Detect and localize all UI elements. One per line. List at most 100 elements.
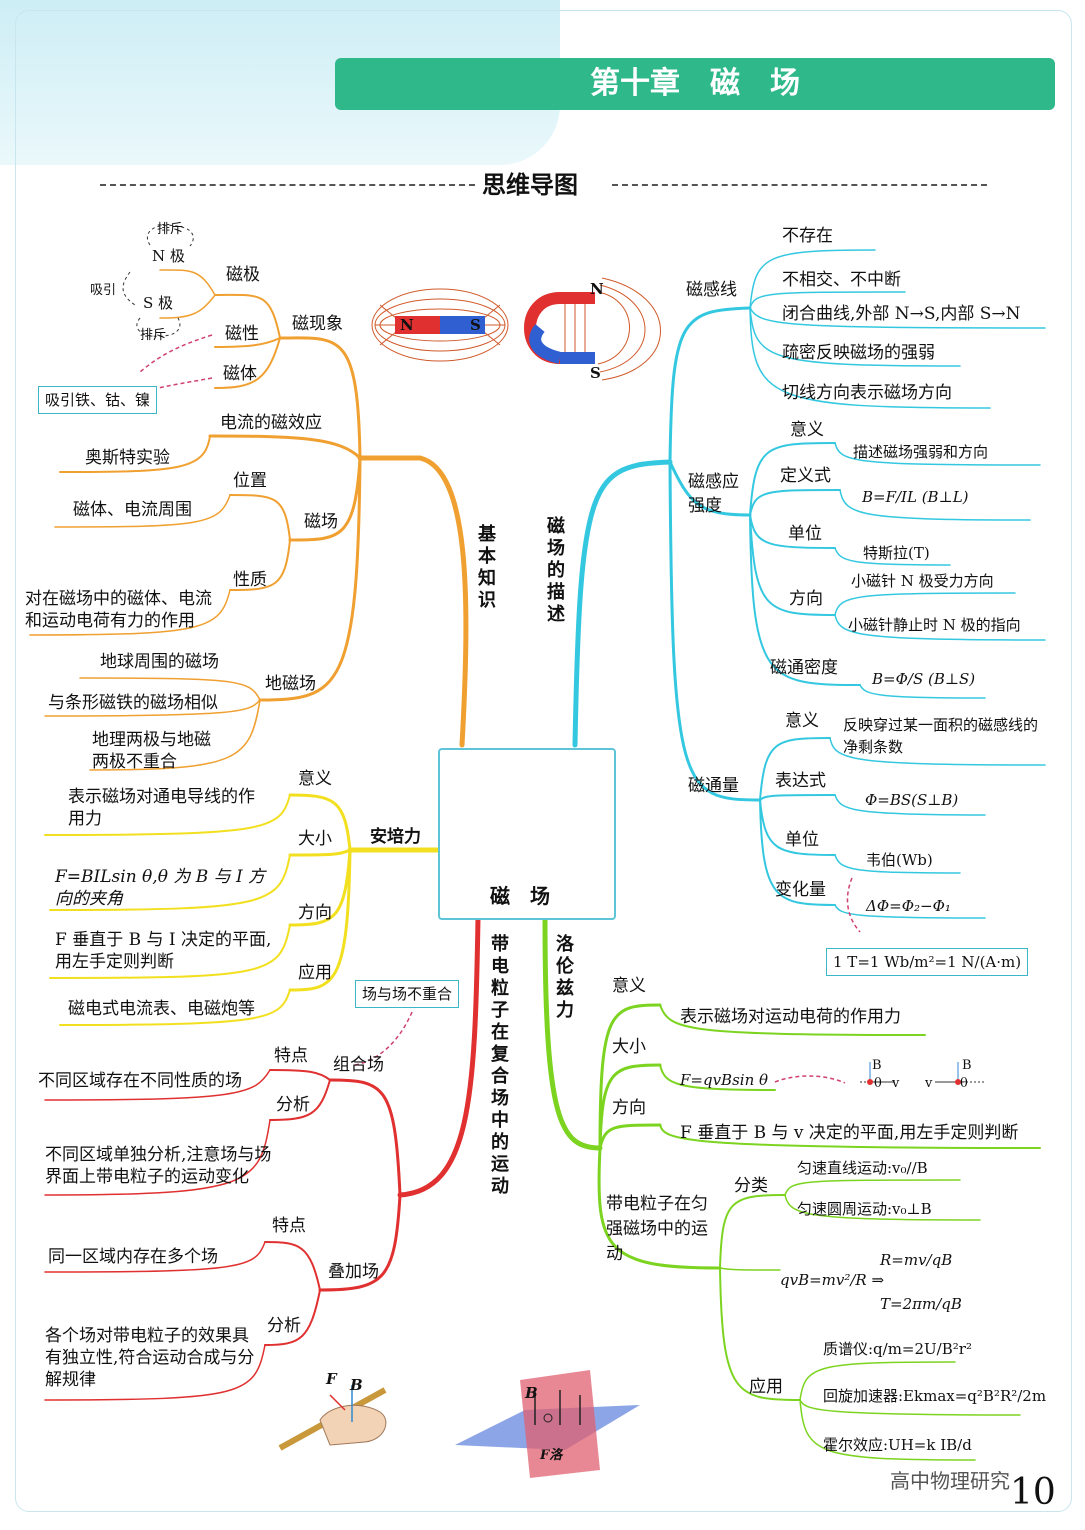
lines-item5: 切线方向表示磁场方向: [782, 383, 952, 403]
lorentz-size: 大小: [612, 1037, 646, 1057]
cyan-trunk: [572, 459, 673, 748]
divider-left: [100, 184, 475, 186]
field-title: 磁场: [304, 512, 338, 532]
flux-unit: 单位: [785, 830, 819, 850]
group-feature-val: 不同区域存在不同性质的场: [38, 1071, 242, 1091]
hand-b: B: [350, 1376, 363, 1394]
orange-trunk: [357, 455, 469, 748]
strength-title: 磁感应强度: [688, 472, 739, 516]
strength-dir2: 小磁针静止时 N 极的指向: [848, 616, 1021, 634]
strength-def-val: B=F/IL (B⊥L): [862, 488, 969, 506]
n-pole-label: N 极: [152, 247, 185, 265]
ampere-title: 安培力: [370, 827, 421, 847]
lines-item2: 不相交、不中断: [782, 270, 901, 290]
magnetism-arrow: [139, 334, 213, 373]
mindmap-heading: 思维导图: [482, 171, 578, 199]
vec1-b: B: [872, 1058, 882, 1073]
flux-unit-val: 韦伯(Wb): [866, 851, 933, 869]
group-feature: 特点: [274, 1046, 308, 1066]
branch-lorentz: 洛伦兹力: [556, 934, 574, 1021]
branch-describe: 磁场的描述: [547, 516, 565, 625]
ampere-direction-val: F 垂直于 B 与 I 决定的平面,用左手定则判断: [55, 930, 272, 972]
fields-b: B: [525, 1384, 538, 1402]
lorentz-application: 应用: [749, 1377, 783, 1397]
flux-meaning: 意义: [785, 711, 819, 731]
u-magnet-n: N: [590, 280, 604, 298]
strength-direction: 方向: [789, 589, 823, 609]
field-position-val: 磁体、电流周围: [73, 500, 192, 520]
earth-item2: 与条形磁铁的磁场相似: [48, 693, 218, 713]
bar-magnet-n: N: [400, 316, 414, 334]
earth-title: 地磁场: [265, 674, 316, 694]
u-magnet-illustration: [524, 277, 661, 381]
field-nature: 性质: [233, 570, 267, 590]
strength-density-val: B=Φ/S (B⊥S): [872, 670, 976, 688]
super-field: 叠加场: [328, 1262, 379, 1282]
vec2-v: v: [925, 1076, 933, 1091]
u-magnet-s: S: [590, 364, 601, 382]
lorentz-formula-r: R=mv/qB: [880, 1251, 953, 1269]
phenomena-title: 磁现象: [292, 314, 343, 334]
flux-expr-val: Φ=BS(S⊥B): [865, 791, 959, 809]
strength-unit-val: 特斯拉(T): [863, 544, 930, 562]
ampere-meaning-val: 表示磁场对通电导线的作用力: [68, 787, 255, 829]
vec2-b: B: [962, 1058, 972, 1073]
oersted-label: 奥斯特实验: [85, 448, 170, 468]
combined-box: 场与场不重合: [355, 980, 460, 1008]
lorentz-a2: 回旋加速器:Ekmax=q²B²R²/2m: [823, 1387, 1047, 1405]
lorentz-size-val: F=qvBsin θ: [680, 1071, 769, 1089]
repel-top-label: 排斥: [157, 222, 184, 237]
pole-attract-arc: [122, 271, 136, 306]
lorentz-formula-main: qvB=mv²/R ⇒: [780, 1271, 885, 1289]
earth-item1: 地球周围的磁场: [100, 652, 219, 672]
center-node: [438, 748, 616, 920]
group-field: 组合场: [333, 1055, 384, 1075]
bar-magnet-s: S: [470, 316, 481, 334]
pole-repel-bottom: [136, 317, 181, 337]
iron-box: 吸引铁、钴、镍: [38, 386, 158, 414]
bar-magnet-illustration: [371, 288, 509, 362]
chapter-title: 第十章 磁 场: [590, 66, 800, 101]
vec2-theta: θ: [960, 1076, 968, 1091]
group-analysis-val: 不同区域单独分析,注意场与场界面上带电粒子的运动变化: [45, 1145, 272, 1187]
fields-f: F洛: [540, 1448, 563, 1463]
vec1-theta: θ: [874, 1076, 882, 1091]
strength-def: 定义式: [780, 466, 831, 486]
lorentz-c1: 匀速直线运动:v₀//B: [797, 1159, 928, 1177]
branch-combined: 带电粒子在复合场中的运动: [491, 934, 509, 1197]
magnet-label: 磁体: [223, 364, 257, 384]
crossed-fields-illustration: [455, 1370, 640, 1478]
flux-unit-box: 1 T=1 Wb/m²=1 N/(A·m): [826, 948, 1029, 976]
s-pole-label: S 极: [143, 294, 174, 312]
super-feature: 特点: [272, 1216, 306, 1236]
super-analysis: 分析: [267, 1316, 301, 1336]
red-trunk: [397, 915, 481, 1198]
earth-item3: 地理两极与地磁两极不重合: [92, 730, 211, 772]
lorentz-c2: 匀速圆周运动:v₀⊥B: [797, 1200, 932, 1218]
lines-item3: 闭合曲线,外部 N→S,内部 S→N: [782, 304, 1021, 324]
strength-dir1: 小磁针 N 极受力方向: [851, 572, 994, 590]
attract-label: 吸引: [90, 283, 117, 298]
lorentz-formula-arrow: [774, 1075, 846, 1084]
page-number: 10: [1010, 1472, 1056, 1513]
flux-change: 变化量: [775, 880, 826, 900]
repel-bottom-label: 排斥: [140, 328, 167, 343]
field-nature-val: 对在磁场中的磁体、电流和运动电荷有力的作用: [25, 589, 212, 631]
chapter-title-bar: 第十章 磁 场: [335, 58, 1055, 110]
lorentz-direction: 方向: [612, 1098, 646, 1118]
lorentz-formula-t: T=2πm/qB: [880, 1295, 962, 1313]
lorentz-direction-val: F 垂直于 B 与 v 决定的平面,用左手定则判断: [680, 1123, 1019, 1143]
lines-title: 磁感线: [686, 280, 737, 300]
green-trunk: [542, 915, 603, 1151]
lorentz-meaning: 意义: [612, 976, 646, 996]
lorentz-a1: 质谱仪:q/m=2U/B²r²: [823, 1340, 972, 1358]
flux-title: 磁通量: [688, 776, 739, 796]
strength-meaning: 意义: [790, 420, 824, 440]
ampere-direction: 方向: [298, 903, 332, 923]
pole-repel-top: [147, 224, 194, 247]
ampere-meaning: 意义: [298, 769, 332, 789]
ampere-size-val: F=BILsin θ,θ 为 B 与 I 方向的夹角: [55, 867, 266, 909]
hand-f: F: [326, 1370, 337, 1388]
ampere-size: 大小: [298, 829, 332, 849]
